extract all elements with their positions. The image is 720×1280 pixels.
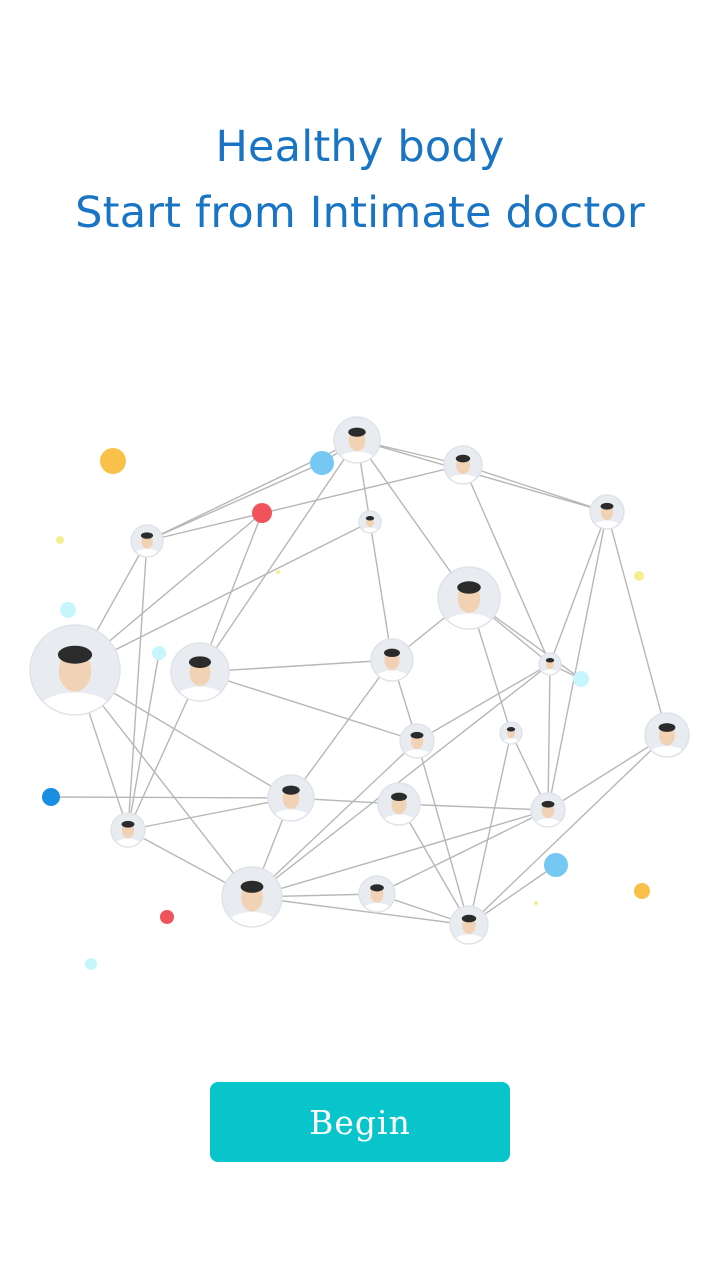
doctor-avatar: [170, 642, 230, 702]
accent-dot: [634, 883, 650, 899]
doctor-avatar: [443, 445, 483, 485]
network-dots: [42, 448, 650, 970]
accent-dot: [252, 503, 272, 523]
doctor-avatar: [449, 905, 489, 945]
network-edge: [468, 732, 512, 926]
doctor-avatar: [370, 638, 414, 682]
network-edge: [462, 464, 608, 513]
doctor-avatar: [267, 774, 315, 822]
network-edge: [398, 803, 470, 926]
doctor-avatar: [221, 866, 283, 928]
doctor-avatar: [377, 782, 421, 826]
network-avatars: [29, 416, 690, 945]
doctor-avatar: [644, 712, 690, 758]
network-edge: [251, 896, 470, 926]
accent-dot: [544, 853, 568, 877]
network-edge: [50, 796, 292, 799]
doctor-avatar: [130, 524, 164, 558]
network-edge: [416, 740, 470, 926]
network-edge: [356, 439, 470, 599]
accent-dot: [160, 910, 174, 924]
network-edge: [127, 797, 292, 831]
network-edge: [74, 669, 253, 898]
network-edge: [127, 652, 160, 831]
network-edge: [199, 659, 393, 673]
network-edge: [376, 809, 549, 895]
accent-dot: [573, 671, 589, 687]
network-edge: [468, 734, 668, 926]
doctor-avatar: [358, 875, 396, 913]
accent-dot: [534, 901, 538, 905]
network-edge: [547, 663, 551, 811]
accent-dot: [60, 602, 76, 618]
accent-dot: [276, 570, 280, 574]
doctor-avatar: [589, 494, 625, 530]
accent-dot: [152, 646, 166, 660]
doctor-avatar: [110, 812, 146, 848]
accent-dot: [100, 448, 126, 474]
network-edge: [547, 511, 608, 811]
network-edge: [398, 803, 549, 811]
doctor-avatar: [29, 624, 121, 716]
network-edge: [549, 511, 608, 665]
headline-line-1: Healthy body: [215, 122, 505, 172]
network-edge: [146, 464, 464, 542]
headline-line-2: Start from Intimate doctor: [75, 188, 645, 238]
accent-dot: [310, 451, 334, 475]
doctor-avatar: [437, 566, 501, 630]
doctor-avatar: [399, 723, 435, 759]
network-edge: [74, 521, 371, 671]
network-edge: [547, 734, 668, 811]
network-edge: [199, 671, 418, 742]
doctor-avatar: [333, 416, 381, 464]
network-edge: [251, 809, 549, 898]
accent-dot: [42, 788, 60, 806]
network-edge: [462, 464, 551, 665]
doctor-avatar: [530, 792, 566, 828]
network-edge: [199, 439, 358, 673]
accent-dot: [634, 571, 644, 581]
doctor-avatar: [538, 652, 562, 676]
network-edge: [290, 659, 393, 799]
network-edge: [251, 740, 418, 898]
network-edge: [606, 511, 668, 736]
network-edge: [251, 663, 551, 898]
accent-dot: [56, 536, 64, 544]
begin-button[interactable]: Begin: [210, 1082, 510, 1162]
network-edge: [369, 521, 393, 661]
network-edge: [356, 439, 608, 513]
network-edge: [416, 663, 551, 742]
network-edge: [146, 462, 323, 542]
doctor-avatar: [358, 510, 382, 534]
accent-dot: [85, 958, 97, 970]
network-edge: [127, 540, 148, 831]
doctor-avatar: [499, 721, 523, 745]
